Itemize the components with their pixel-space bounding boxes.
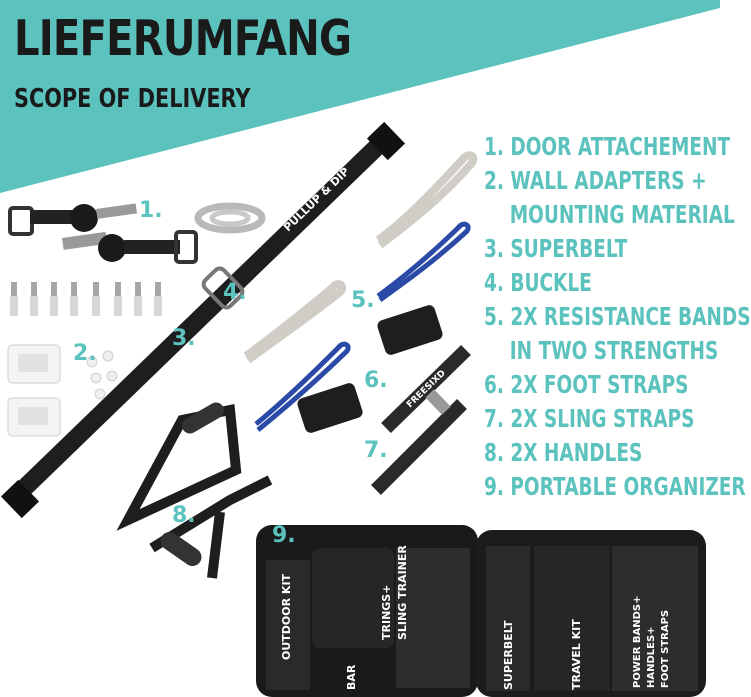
bag-label-trings: TRINGS+ (380, 585, 393, 640)
teal-header-background (0, 0, 720, 193)
product-illustration: PULLUP & DIP FREESIXD (0, 121, 706, 697)
bag-label-travel-kit: TRAVEL KIT (570, 619, 583, 690)
foot-straps (297, 305, 443, 433)
list-item: 8. 2X HANDLES (484, 438, 643, 467)
page-subtitle: SCOPE OF DELIVERY (14, 84, 251, 114)
marker-3: 3. (172, 326, 196, 351)
list-item: 2. WALL ADAPTERS + (484, 166, 707, 195)
bag-label-bar: BAR (345, 664, 358, 690)
handles (116, 402, 273, 579)
marker-4: 4. (223, 280, 247, 305)
bag-label-superbelt: SUPERBELT (502, 620, 515, 690)
marker-8: 8. (172, 503, 196, 528)
list-item: 1. DOOR ATTACHEMENT (484, 132, 731, 161)
bag-label-outdoor-kit: OUTDOOR KIT (280, 573, 293, 660)
belt-brand-label: PULLUP & DIP (281, 165, 352, 234)
buckle (201, 266, 245, 310)
marker-9: 9. (272, 523, 296, 548)
list-item: 4. BUCKLE (484, 268, 592, 297)
marker-7: 7. (364, 438, 388, 463)
delivery-list: 1. DOOR ATTACHEMENT 2. WALL ADAPTERS + M… (484, 130, 751, 504)
marker-1: 1. (139, 198, 163, 223)
wall-adapters (7, 344, 122, 437)
list-item: IN TWO STRENGTHS (484, 336, 719, 365)
mounting-screws (10, 282, 162, 316)
bag-label-power-bands: POWER BANDS+ (632, 596, 643, 689)
sling-straps: FREESIXD (371, 344, 471, 495)
list-item: 9. PORTABLE ORGANIZER (484, 472, 746, 501)
list-item: 6. 2X FOOT STRAPS (484, 370, 689, 399)
marker-6: 6. (364, 368, 388, 393)
superbelt: PULLUP & DIP (0, 121, 406, 519)
list-item: 3. SUPERBELT (484, 234, 628, 263)
bag-label-sling-trainer: SLING TRAINER (396, 545, 409, 640)
page-title: LIEFERUMFANG (14, 10, 352, 67)
portable-organizer: OUTDOOR KIT TRINGS+ SLING TRAINER BAR SU… (256, 525, 706, 697)
list-item: MOUNTING MATERIAL (484, 200, 735, 229)
marker-5: 5. (351, 288, 375, 313)
resistance-bands (243, 151, 478, 432)
list-item: 5. 2X RESISTANCE BANDS (484, 302, 751, 331)
bag-label-foot-straps: FOOT STRAPS (660, 610, 671, 688)
door-attachment (8, 202, 266, 264)
bag-label-handles: HANDLES+ (646, 626, 657, 688)
list-item: 7. 2X SLING STRAPS (484, 404, 695, 433)
marker-2: 2. (73, 341, 97, 366)
